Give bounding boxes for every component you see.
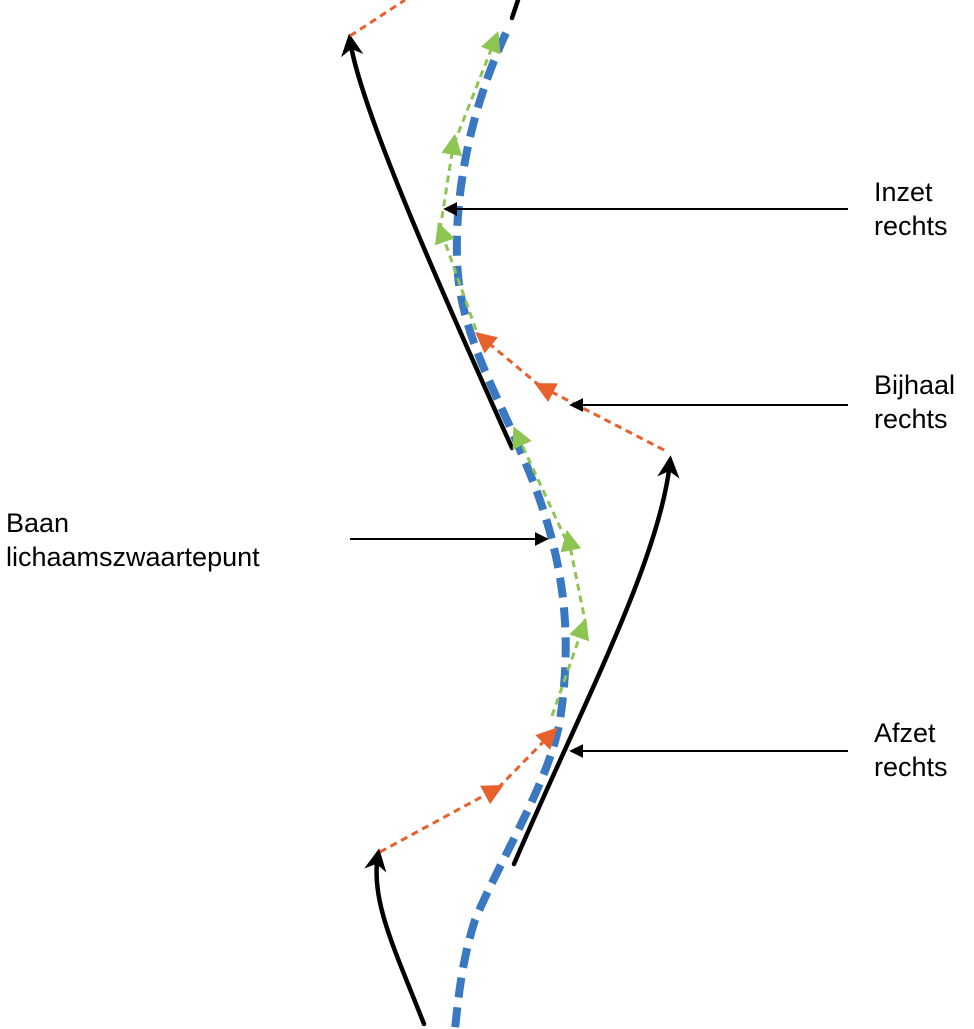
label-bijhaal-line1: Bijhaal [874, 370, 956, 400]
stance-path-lower-3 [512, 426, 568, 541]
swing-path-bijhaal-1 [534, 383, 665, 452]
stance-path-lower-2 [560, 529, 588, 627]
swing-path-afzet-2 [496, 727, 558, 790]
foot-path-bottom [364, 848, 427, 1027]
pointer-group [350, 202, 848, 758]
foot-trajectory-group [341, 0, 680, 1027]
swing-path-group [349, 0, 665, 854]
label-baan-line2: lichaamszwaartepunt [6, 542, 260, 572]
swing-path-bijhaal-2 [475, 331, 541, 388]
stance-path-upper-2 [438, 133, 463, 231]
label-inzet-line1: Inzet [874, 177, 933, 207]
foot-path-top [341, 33, 515, 451]
stance-path-lower-1 [550, 618, 590, 717]
foot-path-top-exit [509, 0, 521, 21]
label-inzet-line2: rechts [874, 211, 948, 241]
foot-path-middle [511, 455, 680, 867]
label-baan-line1: Baan [6, 508, 70, 538]
swing-path-afzet-1 [379, 784, 504, 854]
label-afzet-rechts: Afzet rechts [874, 716, 948, 784]
body-center-path [451, 31, 570, 1029]
label-bijhaal-line2: rechts [874, 404, 948, 434]
stance-path-group [434, 31, 590, 717]
label-bijhaal-rechts: Bijhaal rechts [874, 368, 955, 436]
label-afzet-line2: rechts [874, 752, 948, 782]
swing-path-top-exit [349, 0, 406, 38]
stance-path-upper-1 [434, 222, 478, 331]
label-inzet-rechts: Inzet rechts [874, 175, 948, 243]
label-baan-lichaamszwaartepunt: Baan lichaamszwaartepunt [6, 506, 260, 574]
label-afzet-line1: Afzet [874, 718, 936, 748]
